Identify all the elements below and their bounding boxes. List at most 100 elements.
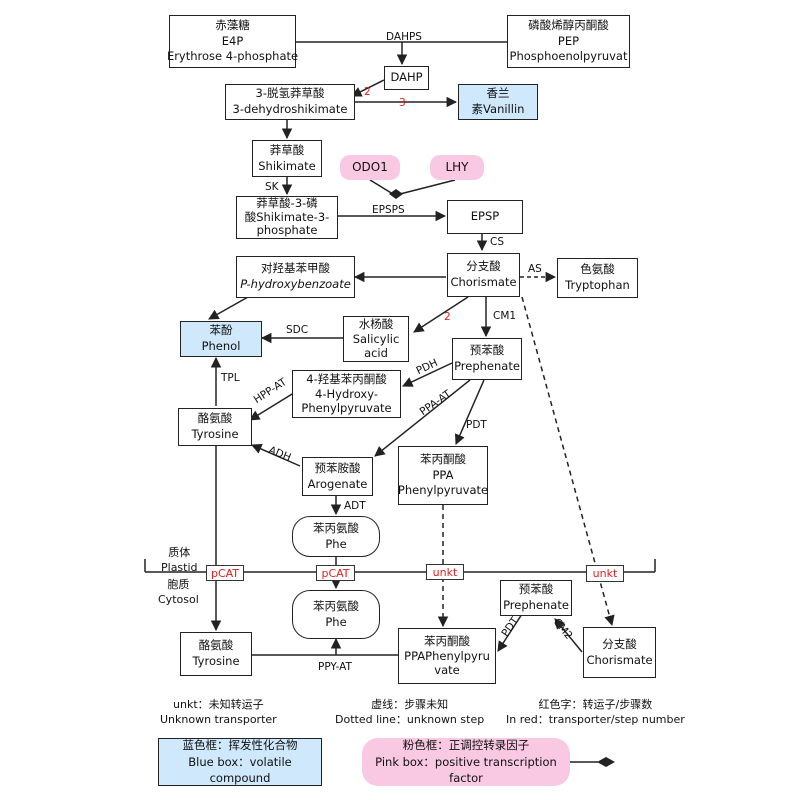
prephenate-en: Prephenate <box>454 359 520 373</box>
arrow-chor-preph-cytosol <box>554 618 583 653</box>
lhy-label: LHY <box>445 160 469 175</box>
plastid-en: Plastid <box>161 560 198 574</box>
node-dahp: DAHP <box>384 66 429 90</box>
vanillin-en: 素Vanillin <box>471 102 525 116</box>
legend-unkt: unkt：未知转运子 Unknown transporter <box>160 697 277 728</box>
preph-cytosol-en: Prephenate <box>503 598 569 612</box>
legend-pink-zh: 粉色框：正调控转录因子 <box>402 738 530 752</box>
tyrosine-zh: 酪氨酸 <box>197 411 233 426</box>
node-lhy: LHY <box>430 155 484 180</box>
phe-cytosol-zh: 苯丙氨酸 <box>313 598 359 613</box>
enzyme-ppy-at: PPY-AT <box>318 661 352 673</box>
arrow-prephenate-arogenate <box>374 379 471 457</box>
ppa-cytosol-en-2: vate <box>434 663 460 678</box>
phe-plastid-zh: 苯丙氨酸 <box>313 520 359 535</box>
node-shikimate-3-phosphate: 莽草酸-3-磷 酸Shikimate-3- phosphate <box>236 196 338 239</box>
legend-blue-zh: 蓝色框：挥发性化合物 <box>182 738 298 752</box>
pep-en: Phosphoenolpyruvat <box>509 49 628 64</box>
transporter-pcat-tyrosine: pCAT <box>206 565 244 581</box>
vanillin-zh: 香兰 <box>486 86 510 101</box>
node-3-dehydroshikimate: 3-脱氢莽草酸 3-dehydroshikimate <box>225 84 355 120</box>
step-number-chor-salicylic: 2 <box>444 311 451 323</box>
dahp-label: DAHP <box>390 70 423 85</box>
legend-unkt-en: Unknown transporter <box>160 713 277 727</box>
legend-red-zh: 红色字：转运子/步骤数 <box>538 698 653 711</box>
enzyme-as: AS <box>528 263 542 275</box>
legend-unkt-zh: unkt：未知转运子 <box>173 698 264 711</box>
step-number-dhs-vanillin: 3 <box>399 97 406 109</box>
epsp-label: EPSP <box>470 209 500 224</box>
ppa-cytosol-en-1: PPAPhenylpyru <box>404 648 490 663</box>
odo1-label: ODO1 <box>352 160 388 175</box>
tryptophan-zh: 色氨酸 <box>580 262 615 277</box>
phenol-zh: 苯酚 <box>209 323 233 338</box>
plastid-label: 质体 Plastid <box>161 546 198 576</box>
tyr-cytosol-zh: 酪氨酸 <box>198 638 234 653</box>
node-odo1: ODO1 <box>340 155 400 180</box>
cytosol-zh: 胞质 <box>167 578 190 591</box>
arrow-arogenate-tyrosine <box>251 443 301 467</box>
s3p-mixed: 酸Shikimate-3- <box>244 209 330 224</box>
legend-blue-box: 蓝色框：挥发性化合物 Blue box：volatile compound <box>158 738 322 786</box>
enzyme-dahps: DAHPS <box>386 31 422 43</box>
e4p-abbr: E4P <box>221 33 244 48</box>
tyr-cytosol-en: Tyrosine <box>192 654 240 668</box>
node-chorismate: 分支酸 Chorismate <box>447 253 520 297</box>
dhs-zh: 3-脱氢莽草酸 <box>255 86 325 101</box>
dhs-en: 3-dehydroshikimate <box>232 102 348 116</box>
node-pep: 磷酸烯醇丙酮酸 PEP Phosphoenolpyruvat <box>507 15 630 68</box>
node-4-hydroxyphenylpyruvate: 4-羟基苯丙酮酸 4-Hydroxy- Phenylpyruvate <box>292 370 401 418</box>
cytosol-label: 胞质 Cytosol <box>158 578 199 608</box>
enzyme-tpl: TPL <box>221 372 240 384</box>
ppa-cytosol-zh: 苯丙酮酸 <box>424 633 470 648</box>
chorismate-en: Chorismate <box>450 275 517 289</box>
hpp-en-2: Phenylpyruvate <box>301 401 392 416</box>
node-epsp: EPSP <box>447 200 523 234</box>
lhy-line <box>399 179 456 195</box>
s3p-en: phosphate <box>256 223 318 238</box>
legend-red-en: In red：transporter/step number <box>506 713 685 727</box>
node-arogenate: 预苯胺酸 Arogenate <box>302 457 373 496</box>
legend-dotted-en: Dotted line：unknown step <box>335 713 485 727</box>
enzyme-pdt: PDT <box>466 419 487 431</box>
tf-diamond-head <box>389 189 403 199</box>
hba-en: P-hydroxybenzoate <box>240 277 351 291</box>
node-tyrosine-plastid: 酪氨酸 Tyrosine <box>178 408 252 446</box>
e4p-en: Erythrose 4-phosphate <box>166 49 299 64</box>
transporter-pcat-phe: pCAT <box>316 565 355 581</box>
preph-cytosol-zh: 预苯酸 <box>518 582 554 597</box>
chorismate-zh: 分支酸 <box>466 259 501 274</box>
phe-plastid-en: Phe <box>325 536 347 551</box>
tyrosine-en: Tyrosine <box>191 427 239 441</box>
node-phe-cytosol: 苯丙氨酸 Phe <box>292 590 380 639</box>
enzyme-cm1: CM1 <box>493 310 517 322</box>
legend-blue-en: Blue box：volatile compound <box>188 754 292 786</box>
transporter-unkt-ppa: unkt <box>426 564 464 580</box>
arrow-prephenate-ppa <box>454 379 485 445</box>
shikimate-en: Shikimate <box>258 158 316 173</box>
tryptophan-en: Tryptophan <box>565 278 630 292</box>
enzyme-cs: CS <box>490 236 504 248</box>
arrow-hba-phenol <box>208 296 249 320</box>
legend-diamond-head <box>597 757 615 767</box>
prephenate-zh: 预苯酸 <box>469 343 505 358</box>
legend-dotted: 虚线：步骤未知 Dotted line：unknown step <box>335 697 484 728</box>
node-phenol: 苯酚 Phenol <box>180 321 262 357</box>
odo1-line <box>369 179 394 195</box>
s3p-zh: 莽草酸-3-磷 <box>256 195 318 210</box>
hpp-en-1: 4-Hydroxy- <box>315 386 378 401</box>
phe-cytosol-en: Phe <box>325 614 347 629</box>
phenol-en: Phenol <box>201 339 241 353</box>
hpp-zh: 4-羟基苯丙酮酸 <box>306 372 387 387</box>
legend-dotted-zh: 虚线：步骤未知 <box>371 698 449 711</box>
salicylic-en-2: acid <box>364 346 388 361</box>
enzyme-sdc: SDC <box>286 324 309 336</box>
enzyme-sk: SK <box>265 181 279 193</box>
node-chorismate-cytosol: 分支酸 Chorismate <box>583 627 656 678</box>
shikimate-zh: 莽草酸 <box>269 142 305 157</box>
node-p-hydroxybenzoate: 对羟基苯甲酸 P-hydroxybenzoate <box>236 256 355 298</box>
enzyme-adt: ADT <box>344 500 366 512</box>
hba-zh: 对羟基苯甲酸 <box>261 261 330 276</box>
arogenate-zh: 预苯胺酸 <box>314 460 361 475</box>
